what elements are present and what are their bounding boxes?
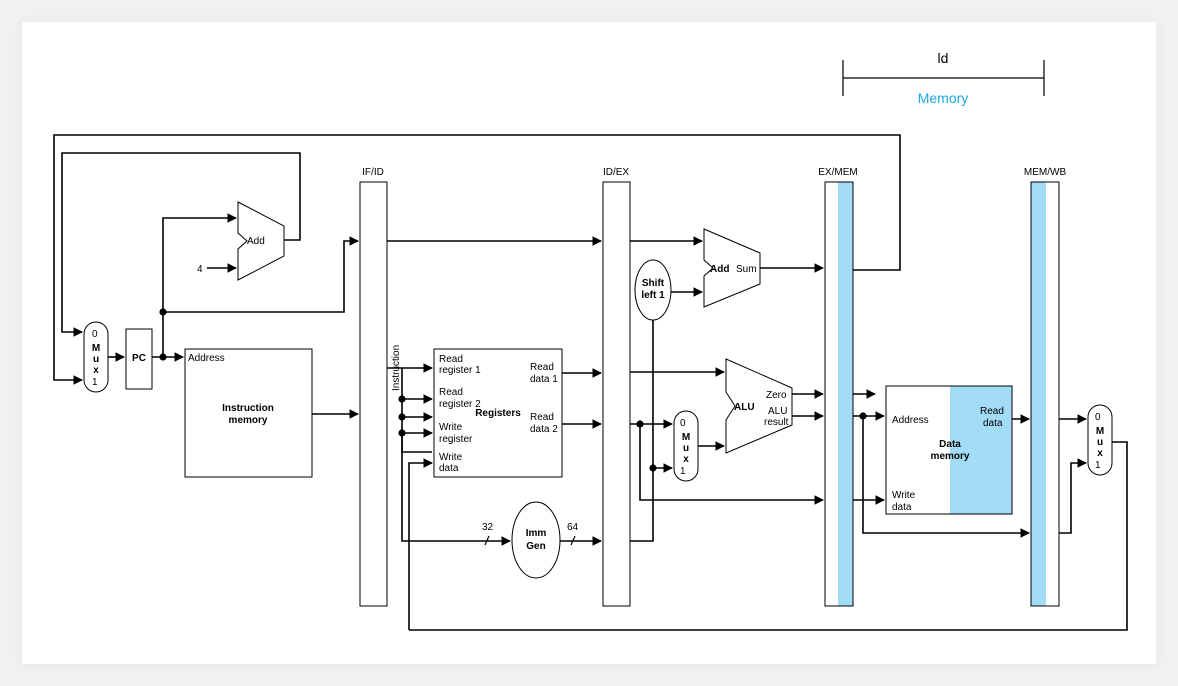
svg-text:1: 1: [680, 466, 686, 477]
svg-text:ALU: ALU: [768, 406, 787, 417]
svg-text:M: M: [1096, 426, 1104, 437]
svg-text:register 1: register 1: [439, 365, 481, 376]
svg-text:Read: Read: [439, 387, 463, 398]
svg-text:Write: Write: [892, 490, 916, 501]
wire-junctions: [159, 308, 867, 472]
svg-text:data: data: [983, 418, 1003, 429]
datapath-figure: ld Memory IF/ID ID/EX EX/MEM MEM/WB 0 M …: [22, 22, 1156, 664]
svg-text:Write: Write: [439, 452, 463, 463]
branch-adder: Add Sum: [703, 228, 761, 308]
pc-mux: 0 M u x 1: [83, 321, 109, 393]
imm-bits-out: 64: [567, 522, 579, 533]
svg-text:x: x: [93, 365, 99, 376]
data-memory: Address Read data Data memory Write data: [885, 385, 1013, 515]
svg-text:result: result: [764, 417, 789, 428]
svg-text:0: 0: [680, 418, 686, 429]
alu-src-mux: 0 M u x 1: [673, 410, 699, 482]
svg-text:PC: PC: [132, 353, 146, 364]
shift-left-unit: Shift left 1: [634, 259, 672, 321]
svg-text:u: u: [1097, 437, 1103, 448]
mem-wb-register: [1030, 181, 1060, 607]
ex-mem-register: [824, 181, 854, 607]
pc-adder: Add: [237, 201, 285, 281]
imm-gen: Imm Gen: [511, 501, 561, 579]
constant-four: 4: [197, 264, 203, 275]
svg-text:Address: Address: [892, 415, 929, 426]
id-ex-register: [602, 181, 631, 607]
stage-title: ld: [938, 50, 949, 66]
svg-text:Read: Read: [439, 354, 463, 365]
if-id-label: IF/ID: [362, 167, 384, 178]
svg-text:Add: Add: [710, 264, 729, 275]
svg-text:ALU: ALU: [734, 402, 755, 413]
imm-bits-in: 32: [482, 522, 494, 533]
svg-text:M: M: [682, 432, 690, 443]
svg-text:data 2: data 2: [530, 424, 558, 435]
svg-text:Read: Read: [530, 412, 554, 423]
svg-text:Instruction: Instruction: [222, 403, 274, 414]
id-ex-label: ID/EX: [603, 167, 629, 178]
stage-header: ld Memory: [842, 50, 1045, 106]
svg-text:memory: memory: [931, 451, 970, 462]
svg-text:Address: Address: [188, 353, 225, 364]
pipelined-datapath-diagram: ld Memory IF/ID ID/EX EX/MEM MEM/WB 0 M …: [53, 50, 1128, 631]
svg-text:Imm: Imm: [526, 528, 547, 539]
svg-text:u: u: [683, 443, 689, 454]
svg-text:Gen: Gen: [526, 541, 545, 552]
writeback-mux: 0 M u x 1: [1087, 404, 1113, 476]
svg-text:data: data: [439, 463, 459, 474]
svg-text:Data: Data: [939, 439, 961, 450]
svg-text:memory: memory: [229, 415, 268, 426]
svg-text:0: 0: [92, 329, 98, 340]
svg-text:0: 0: [1095, 412, 1101, 423]
if-id-register: [359, 181, 388, 607]
mem-wb-label: MEM/WB: [1024, 167, 1067, 178]
register-file: Read register 1 Read register 2 Write re…: [433, 348, 563, 478]
svg-text:Read: Read: [980, 406, 1004, 417]
svg-text:1: 1: [92, 377, 98, 388]
instruction-memory: Address Instruction memory: [184, 348, 313, 478]
svg-text:Zero: Zero: [766, 390, 787, 401]
svg-text:Registers: Registers: [475, 408, 521, 419]
svg-text:u: u: [93, 354, 99, 365]
stage-subtitle: Memory: [918, 90, 969, 106]
svg-text:Write: Write: [439, 422, 463, 433]
svg-text:data: data: [892, 502, 912, 513]
alu: ALU Zero ALU result: [725, 358, 793, 454]
svg-text:left 1: left 1: [641, 290, 665, 301]
svg-text:M: M: [92, 343, 100, 354]
datapath-wires: [53, 134, 1128, 631]
svg-text:register 2: register 2: [439, 399, 481, 410]
svg-text:x: x: [683, 454, 689, 465]
program-counter: PC: [125, 328, 153, 390]
svg-text:Shift: Shift: [642, 278, 665, 289]
svg-text:x: x: [1097, 448, 1103, 459]
svg-text:1: 1: [1095, 460, 1101, 471]
svg-text:register: register: [439, 434, 473, 445]
svg-text:data 1: data 1: [530, 374, 558, 385]
svg-text:Sum: Sum: [736, 264, 757, 275]
svg-text:Read: Read: [530, 362, 554, 373]
svg-text:Add: Add: [247, 236, 265, 247]
ex-mem-label: EX/MEM: [818, 167, 857, 178]
